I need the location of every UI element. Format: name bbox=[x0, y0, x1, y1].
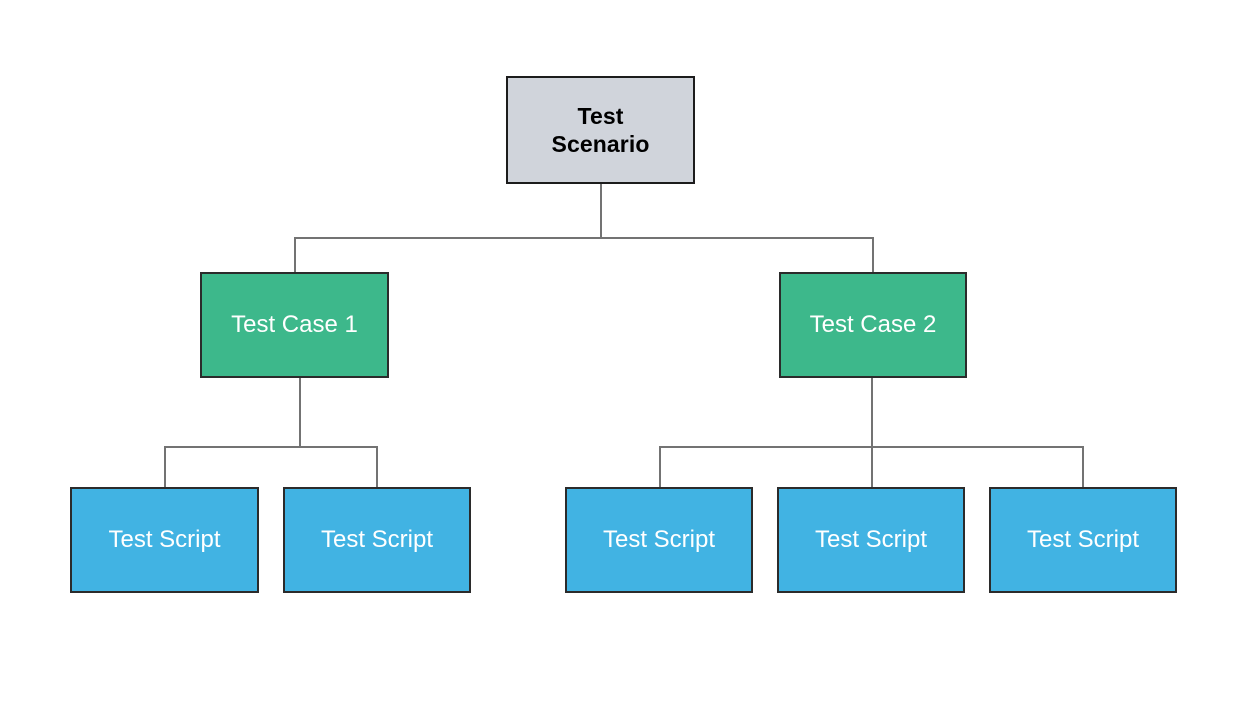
node-test-case-2-label: Test Case 2 bbox=[809, 311, 937, 339]
node-test-script-1-label: Test Script bbox=[108, 526, 221, 554]
node-test-script-2[interactable]: Test Script bbox=[283, 487, 471, 593]
node-test-script-2-label: Test Script bbox=[320, 526, 434, 554]
node-test-scenario-label: Test Scenario bbox=[551, 102, 650, 157]
edge-group-case-2 bbox=[659, 378, 1084, 487]
node-test-script-4[interactable]: Test Script bbox=[777, 487, 965, 593]
node-test-script-1[interactable]: Test Script bbox=[70, 487, 259, 593]
node-test-script-3[interactable]: Test Script bbox=[565, 487, 753, 593]
node-test-case-1-label: Test Case 1 bbox=[231, 311, 358, 339]
edge-group-root bbox=[294, 184, 874, 272]
node-test-case-2[interactable]: Test Case 2 bbox=[779, 272, 967, 378]
edge-group-case-1 bbox=[164, 378, 378, 487]
node-test-script-4-label: Test Script bbox=[814, 526, 928, 554]
node-test-script-5[interactable]: Test Script bbox=[989, 487, 1177, 593]
node-test-scenario[interactable]: Test Scenario bbox=[506, 76, 695, 184]
node-test-script-3-label: Test Script bbox=[602, 526, 716, 554]
node-test-case-1[interactable]: Test Case 1 bbox=[200, 272, 389, 378]
node-test-script-5-label: Test Script bbox=[1026, 526, 1140, 554]
